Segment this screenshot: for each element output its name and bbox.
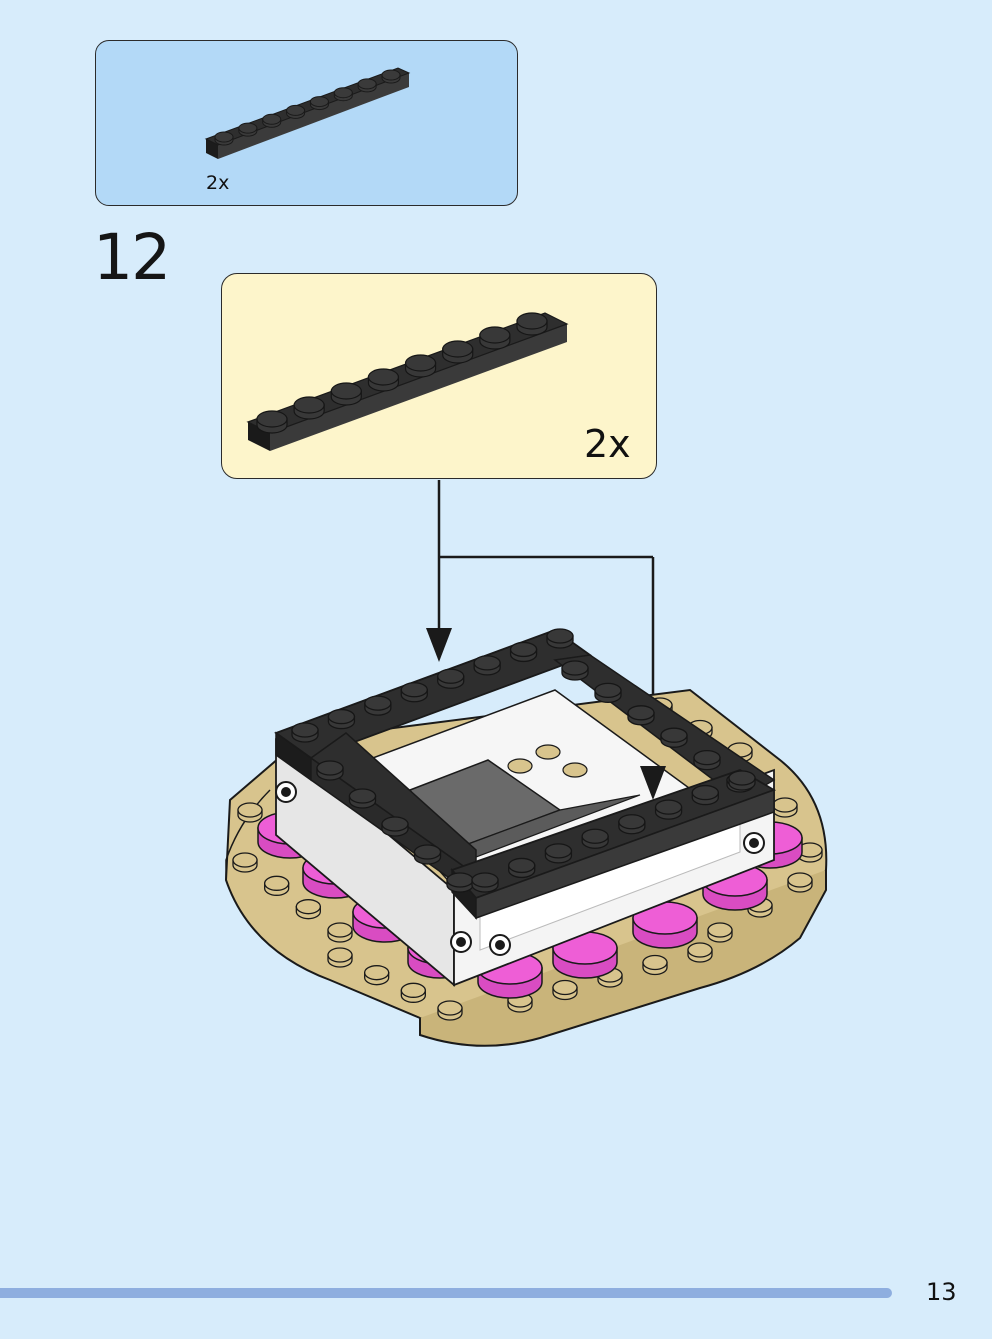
- step-callout-box: 2x: [221, 273, 657, 479]
- assembled-base-model-icon: [224, 480, 828, 1047]
- footer-progress-bar: [0, 1288, 892, 1298]
- callout-quantity: 2x: [584, 422, 631, 466]
- parts-list-box: 2x: [95, 40, 518, 206]
- black-plate-1x10-icon: [204, 67, 411, 159]
- step-number: 12: [93, 221, 171, 294]
- page-number: 13: [926, 1278, 957, 1306]
- black-plate-1x10-icon: [246, 312, 569, 451]
- arrow-head-icon: [426, 628, 666, 800]
- parts-quantity: 2x: [206, 172, 230, 194]
